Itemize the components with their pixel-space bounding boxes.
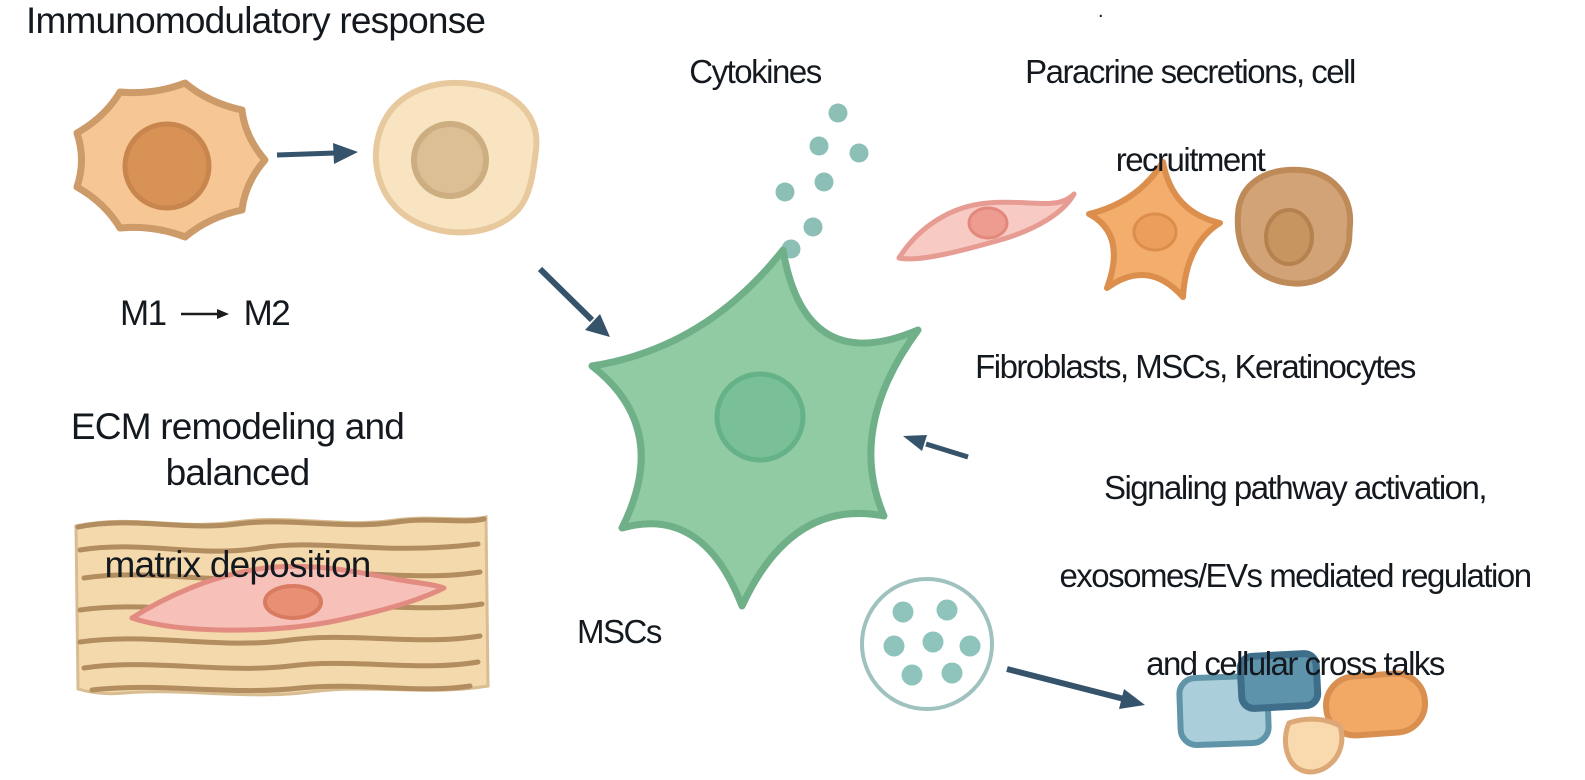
signaling-pathway-label: Signaling pathway activation, exosomes/E… (1000, 466, 1585, 686)
m1-label: M1 (120, 294, 167, 333)
ecm-line-1: ECM remodeling and balanced (70, 406, 405, 493)
signaling-to-msc-arrow (903, 435, 969, 460)
cell-orange-pill (1323, 670, 1429, 739)
exosome-to-cells-arrow (1006, 666, 1145, 709)
stellate-cell-nucleus (1132, 212, 1178, 252)
signaling-line-1: Signaling pathway activation, (1103, 469, 1488, 506)
signaling-line-3: and cellular cross talks (1146, 645, 1445, 682)
msc-cell (588, 246, 922, 610)
msc-cell-nucleus (714, 371, 806, 463)
cell-blue-dark (1236, 650, 1322, 712)
signaling-line-2: exosomes/EVs mediated regulation (1059, 557, 1532, 594)
keratinocyte-cell-nucleus (1264, 208, 1314, 266)
stellate-msc-cell (1086, 159, 1223, 300)
ecm-tissue (74, 515, 490, 697)
keratinocyte-cell (1234, 166, 1354, 287)
ecm-fibroblast-nucleus (263, 584, 323, 620)
paracrine-line-2: recruitment (1115, 141, 1266, 178)
cytokine-dots (775, 103, 869, 259)
target-cells-group (1176, 650, 1429, 775)
m1-to-m2-arrow (276, 143, 358, 164)
fibroblast-cell (896, 191, 1077, 262)
stray-mark: . (1098, 0, 1104, 22)
ecm-remodeling-label: ECM remodeling and balanced matrix depos… (5, 404, 470, 588)
exosome-cargo-dots (883, 599, 981, 686)
m2-to-msc-arrow (537, 266, 610, 337)
immunomodulatory-response-label: Immunomodulatory response (26, 0, 486, 41)
paracrine-secretions-label: Paracrine secretions, cell recruitment (950, 50, 1430, 182)
m2-macrophage-cell (372, 79, 540, 236)
m1-cell-nucleus (122, 121, 212, 211)
fibroblast-cell-nucleus (967, 206, 1009, 240)
cell-peach-drop (1283, 716, 1345, 775)
m1-m2-thin-arrow (180, 309, 229, 319)
ecm-line-2: matrix deposition (104, 544, 371, 585)
m1-m2-caption: M1 M2 (120, 292, 291, 336)
fibroblasts-mscs-keratinocytes-label: Fibroblasts, MSCs, Keratinocytes (975, 348, 1416, 385)
exosome-vesicle (860, 577, 994, 711)
mscs-label: MSCs (577, 613, 662, 650)
cytokines-label: Cytokines (689, 53, 822, 90)
m2-label: M2 (243, 294, 291, 333)
m1-macrophage-cell (73, 79, 269, 241)
paracrine-line-1: Paracrine secretions, cell (1025, 53, 1356, 90)
m2-cell-nucleus (411, 121, 489, 199)
